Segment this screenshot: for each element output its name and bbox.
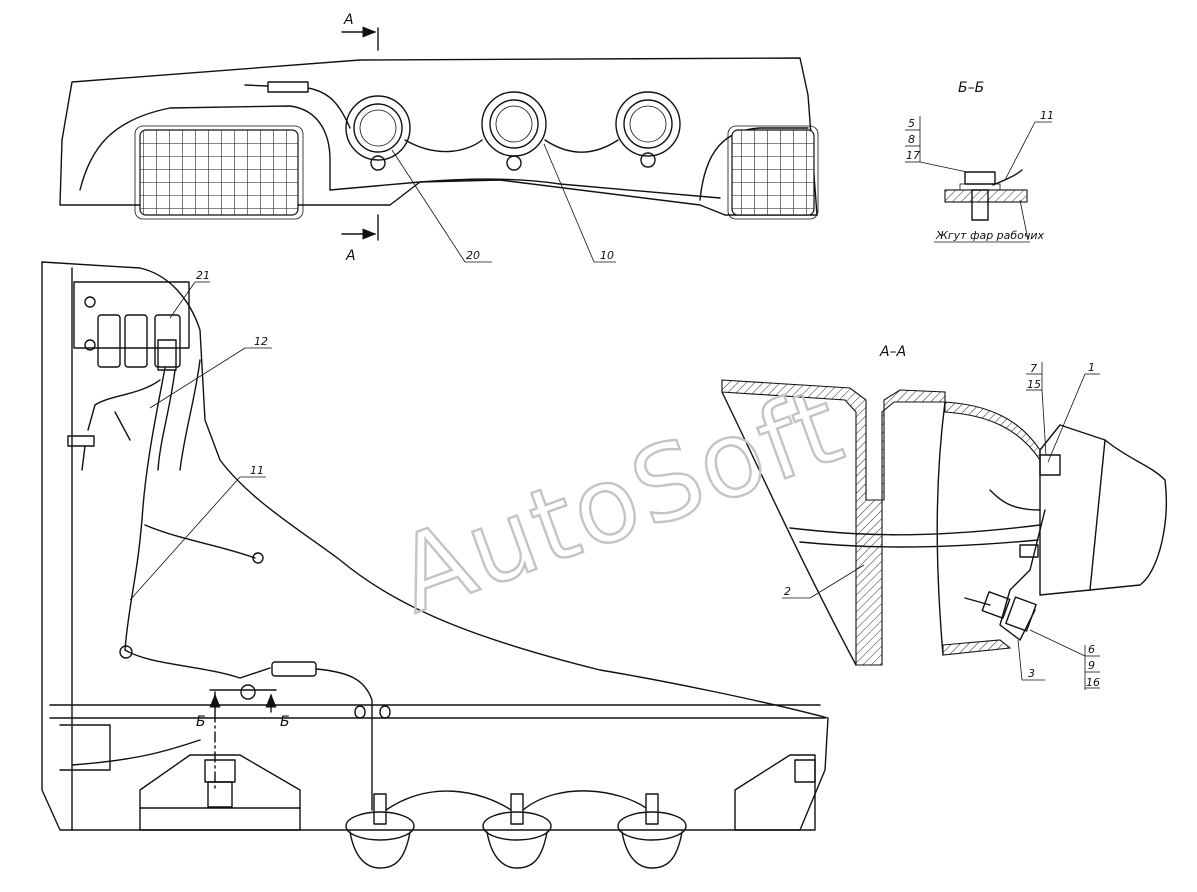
callout-17: 17 (906, 149, 920, 162)
roof-lamp-left (345, 95, 411, 171)
cut-mark-b-right: Б (280, 714, 290, 730)
callout-7: 7 (1030, 362, 1037, 375)
cut-mark-b-left: Б (196, 714, 206, 730)
main-side-view: 21 11 12 Б Б (41, 261, 829, 869)
callout-8: 8 (908, 133, 915, 146)
callout-6: 6 (1088, 643, 1095, 656)
left-grille (139, 129, 299, 216)
callout-3: 3 (1028, 667, 1035, 680)
callout-1: 1 (1088, 361, 1095, 374)
bottom-lamp-right (617, 793, 687, 869)
callout-12: 12 (254, 335, 268, 348)
roof-lamp-middle (481, 91, 547, 171)
relay-block (73, 281, 190, 371)
callout-9: 9 (1088, 659, 1095, 672)
right-grille (731, 129, 815, 216)
callout-11-bb: 11 (1040, 109, 1054, 122)
roof-lamp-right (615, 91, 681, 168)
callout-10: 10 (600, 249, 614, 262)
bottom-lamp-left (345, 793, 415, 869)
view-aa-title: А–А (879, 344, 906, 360)
section-mark-a-lower: A (345, 248, 356, 264)
bracket-bolt (964, 509, 1046, 641)
section-aa: А–А 2 1 7 15 3 (721, 344, 1167, 690)
callout-20: 20 (466, 249, 480, 262)
callout-16: 16 (1086, 676, 1100, 689)
section-mark-a-upper: A (343, 12, 354, 28)
bottom-lamp-middle (482, 793, 552, 869)
view-bb: Б–Б 11 5 8 17 Жгут фар рабочих (905, 80, 1054, 243)
callout-15: 15 (1027, 378, 1041, 391)
callout-2: 2 (784, 585, 791, 598)
view-bb-title: Б–Б (958, 80, 984, 96)
work-lamp-section (1019, 424, 1167, 596)
harness-note: Жгут фар рабочих (935, 229, 1045, 242)
callout-11-main: 11 (250, 464, 264, 477)
callout-5: 5 (908, 117, 915, 130)
work-lamp-left (139, 754, 301, 831)
callout-21: 21 (196, 269, 210, 282)
work-lamp-right (734, 754, 816, 831)
top-view-roof-panel: A A 20 10 (59, 12, 819, 264)
